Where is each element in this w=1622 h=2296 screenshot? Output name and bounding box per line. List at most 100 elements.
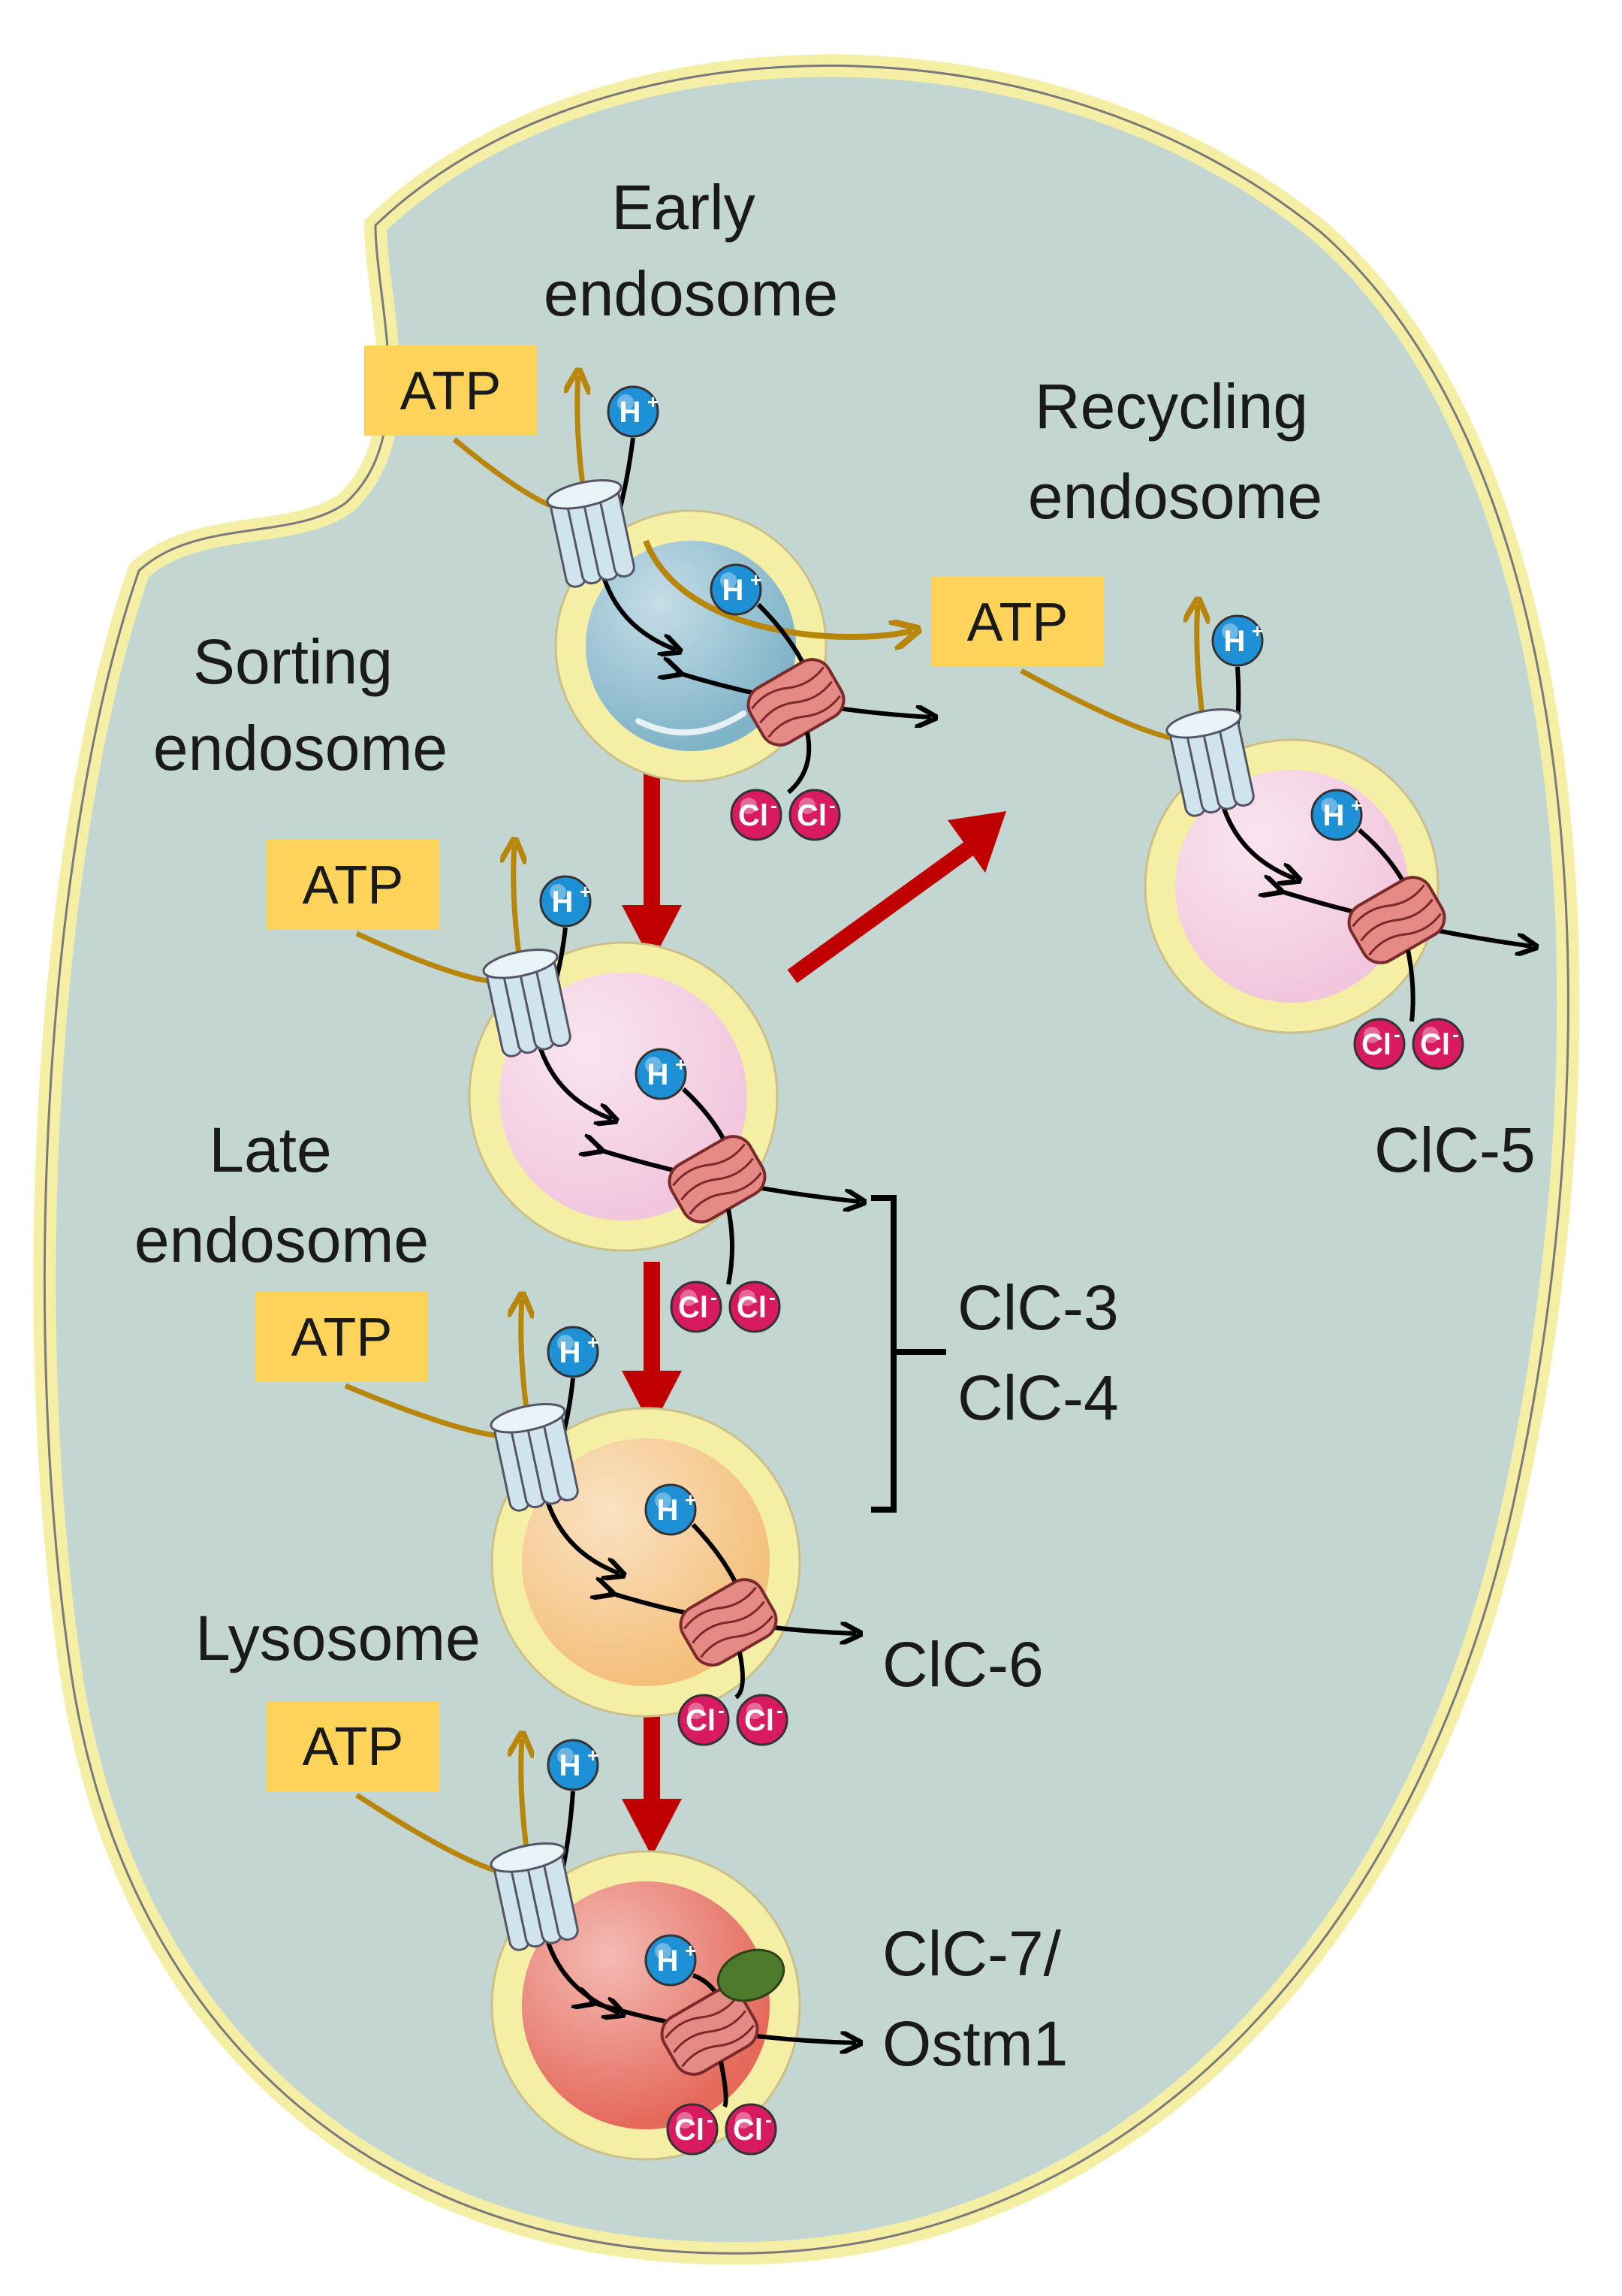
svg-text:-: - <box>776 1699 783 1721</box>
early-chloride-ion-2: Cl- <box>788 789 841 841</box>
sorting-clc-exchanger <box>668 1135 767 1223</box>
label-lysosome: Lysosome <box>195 1603 481 1673</box>
svg-text:-: - <box>1452 1023 1459 1045</box>
recycling-atp-box: ATP <box>931 577 1104 667</box>
svg-text:+: + <box>750 569 761 591</box>
svg-text:+: + <box>685 1939 696 1962</box>
recycling-v-atpase <box>1165 708 1255 817</box>
svg-text:+: + <box>675 1053 686 1076</box>
recycling-chloride-ion-2: Cl- <box>1412 1018 1464 1070</box>
svg-text:Cl: Cl <box>678 1291 708 1324</box>
lysosome-clc-exchanger <box>660 1987 759 2076</box>
late-v-atpase <box>490 1402 579 1512</box>
svg-text:H: H <box>620 396 641 429</box>
sorting-atp-box: ATP <box>267 840 439 930</box>
svg-text:H: H <box>647 1058 669 1091</box>
recycling-chloride-path <box>1406 949 1415 1022</box>
label-clc-5: ClC-5 <box>1374 1115 1536 1185</box>
svg-text:H: H <box>657 1945 679 1978</box>
svg-text:Cl: Cl <box>797 799 827 832</box>
label-early-endosome-line1: Early <box>611 172 755 243</box>
svg-text:-: - <box>707 2108 713 2131</box>
label-early-endosome-line2: endosome <box>544 258 838 329</box>
arrow-early-to-sorting <box>622 759 682 963</box>
early-atp-box: ATP <box>364 345 537 436</box>
lysosome-chloride-path <box>719 2061 728 2108</box>
svg-text:-: - <box>1394 1023 1400 1045</box>
label-sorting-endosome-line1: Sorting <box>193 626 393 697</box>
svg-text:-: - <box>718 1699 725 1721</box>
label-clc-6: ClC-6 <box>882 1629 1044 1700</box>
late-proton-lumen: H+ <box>644 1483 697 1536</box>
svg-text:Cl: Cl <box>1420 1028 1450 1061</box>
svg-text:ATP: ATP <box>303 1717 404 1777</box>
sorting-chloride-path <box>726 1208 734 1285</box>
svg-text:ATP: ATP <box>303 855 404 916</box>
clc34-bracket <box>871 1195 946 1513</box>
label-clc-7: ClC-7/ <box>882 1918 1062 1989</box>
late-chloride-path <box>734 1652 745 1700</box>
svg-text:+: + <box>580 880 591 903</box>
lysosome-v-atpase <box>490 1842 579 1951</box>
svg-text:H: H <box>657 1494 679 1527</box>
lysosome-atp-box: ATP <box>267 1701 439 1791</box>
svg-text:ATP: ATP <box>400 361 502 421</box>
label-recycling-endosome-line2: endosome <box>1028 461 1322 532</box>
lysosome-proton-lumen: H+ <box>644 1934 697 1987</box>
svg-text:Cl: Cl <box>674 2113 704 2147</box>
early-proton-lumen: H+ <box>710 563 762 616</box>
early-proton-outside: H+ <box>607 385 659 438</box>
svg-text:H: H <box>552 886 574 919</box>
label-clc-3: ClC-3 <box>957 1272 1119 1343</box>
svg-text:H: H <box>559 1749 581 1782</box>
early-clc-exchanger <box>746 658 846 747</box>
label-clc-4: ClC-4 <box>957 1362 1119 1433</box>
svg-text:H: H <box>1224 625 1246 658</box>
cell-outline <box>43 64 1569 2255</box>
svg-text:-: - <box>769 1286 776 1308</box>
svg-text:+: + <box>1351 794 1362 816</box>
recycling-proton-lumen: H+ <box>1310 789 1363 841</box>
recycling-proton-outside: H+ <box>1211 614 1264 667</box>
label-late-endosome-line2: endosome <box>134 1205 429 1275</box>
svg-text:-: - <box>829 794 836 816</box>
svg-text:H: H <box>722 574 744 607</box>
early-v-atpase <box>546 478 635 588</box>
label-sorting-endosome-line2: endosome <box>153 713 448 783</box>
svg-text:Cl: Cl <box>744 1704 774 1737</box>
lysosome-chloride-ion-1: Cl- <box>666 2103 719 2156</box>
svg-text:ATP: ATP <box>291 1308 393 1368</box>
early-chloride-path <box>787 732 812 795</box>
arrow-sorting-to-late <box>622 1262 682 1429</box>
svg-text:Cl: Cl <box>686 1704 716 1737</box>
recycling-clc-exchanger <box>1347 876 1446 964</box>
lysosome-chloride-ion-2: Cl- <box>725 2103 777 2156</box>
sorting-v-atpase <box>482 948 571 1057</box>
svg-text:+: + <box>647 391 659 413</box>
sorting-proton-lumen: H+ <box>635 1048 687 1100</box>
svg-text:ATP: ATP <box>967 593 1069 653</box>
recycling-chloride-ion-1: Cl- <box>1353 1018 1406 1070</box>
label-recycling-endosome-line1: Recycling <box>1035 371 1308 442</box>
label-late-endosome-line1: Late <box>209 1115 332 1185</box>
svg-text:+: + <box>587 1744 598 1767</box>
svg-text:+: + <box>587 1331 598 1353</box>
svg-text:H: H <box>559 1336 581 1369</box>
label-ostm1: Ostm1 <box>882 2008 1068 2079</box>
svg-text:Cl: Cl <box>733 2113 763 2147</box>
late-clc-exchanger <box>679 1578 778 1667</box>
early-pump <box>643 539 912 637</box>
svg-text:H: H <box>1323 799 1345 832</box>
early-chloride-ion-1: Cl- <box>730 789 782 841</box>
svg-text:-: - <box>765 2108 772 2131</box>
late-chloride-ion-1: Cl- <box>677 1694 730 1746</box>
late-atp-box: ATP <box>255 1292 428 1382</box>
ostm1-subunit <box>716 1948 785 2002</box>
lysosome-proton-outside: H+ <box>547 1739 599 1791</box>
svg-text:Cl: Cl <box>1361 1028 1391 1061</box>
svg-text:+: + <box>1252 620 1263 642</box>
svg-text:-: - <box>770 794 777 816</box>
sorting-chloride-ion-2: Cl- <box>728 1281 781 1333</box>
